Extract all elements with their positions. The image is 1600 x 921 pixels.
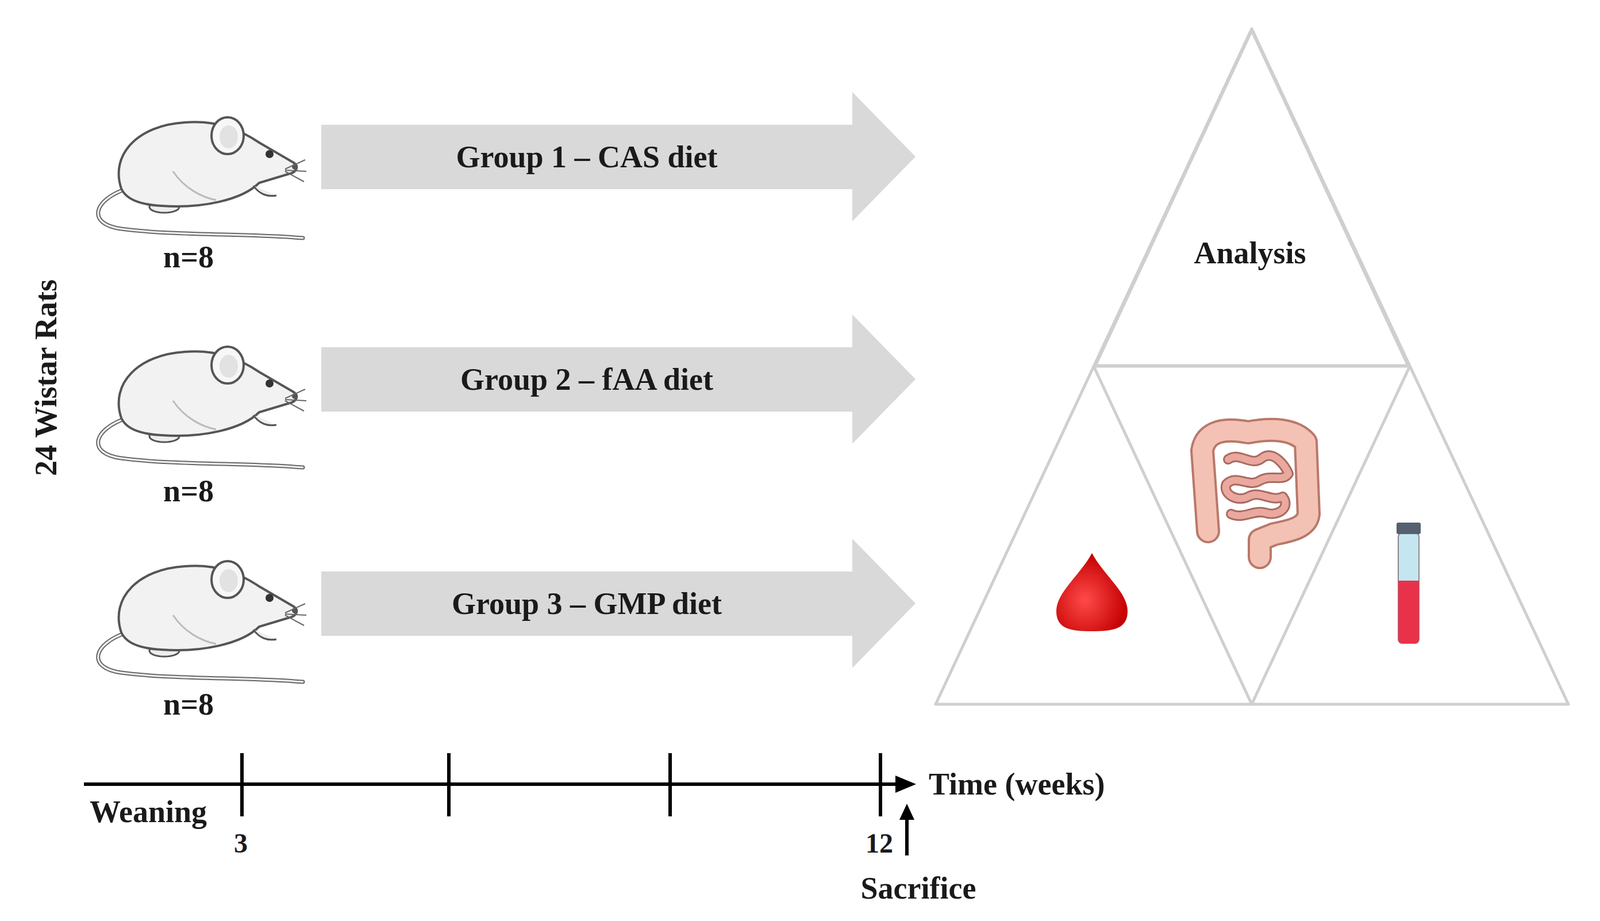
tick-label: 12: [865, 827, 894, 859]
tick-label: 3: [233, 827, 248, 859]
rat-icon: [98, 560, 307, 682]
group-label: Group 1 – CAS diet: [455, 139, 718, 175]
timeline-axis: [83, 752, 907, 856]
analysis-label: Analysis: [1193, 235, 1306, 271]
analysis-triangle: [935, 28, 1569, 705]
node-outline: [1095, 30, 1409, 366]
test-tube-icon: [1396, 522, 1421, 644]
group-size-label: n=8: [163, 686, 214, 722]
analysis-triangle: Analysis: [1093, 28, 1410, 367]
group-size-label: n=8: [163, 472, 214, 509]
node-shape: [1093, 28, 1410, 367]
node-outline: [321, 91, 916, 222]
axis-label: 24 Wistar Rats: [28, 279, 64, 476]
group-label: Group 3 – GMP diet: [451, 585, 722, 622]
blood-drop-icon: [1056, 552, 1128, 632]
timeline-arrowhead: [895, 775, 917, 793]
group-label: Group 2 – fAA diet: [460, 361, 714, 398]
rat-icon: [98, 346, 307, 468]
timeline-label: Sacrifice: [860, 870, 977, 906]
diet-group-arrow: Group 2 – fAA diet: [321, 314, 916, 444]
diet-group-arrow: Group 3 – GMP diet: [321, 538, 916, 668]
intestine-icon: [1202, 429, 1309, 557]
diet-group-arrow: Group 1 – CAS diet: [321, 91, 916, 222]
rat-icon: [98, 117, 307, 238]
sacrifice-arrowhead: [899, 803, 915, 820]
node-outline: [321, 538, 916, 668]
axis-title: Time (weeks): [928, 766, 1105, 802]
node-outline: [321, 314, 916, 444]
timeline-label: Weaning: [89, 793, 207, 830]
group-size-label: n=8: [163, 239, 214, 275]
